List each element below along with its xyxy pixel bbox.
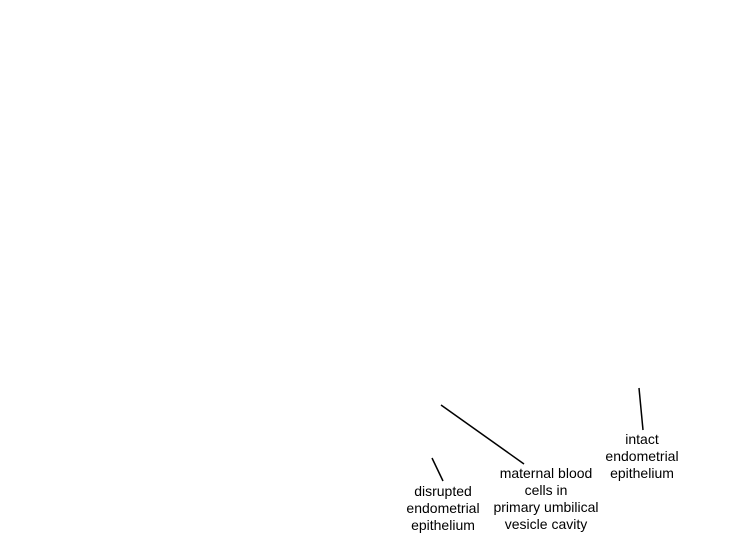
leader-line-disrupted-epithelium bbox=[431, 457, 444, 482]
label-intact-endometrial-epithelium: intact endometrial epithelium bbox=[605, 431, 679, 481]
leader-line-intact-epithelium bbox=[638, 387, 644, 431]
label-maternal-blood-cells: maternal blood cells in primary umbilica… bbox=[493, 465, 599, 532]
label-disrupted-endometrial-epithelium: disrupted endometrial epithelium bbox=[406, 483, 480, 533]
leader-line-maternal-blood-cells bbox=[440, 404, 525, 465]
